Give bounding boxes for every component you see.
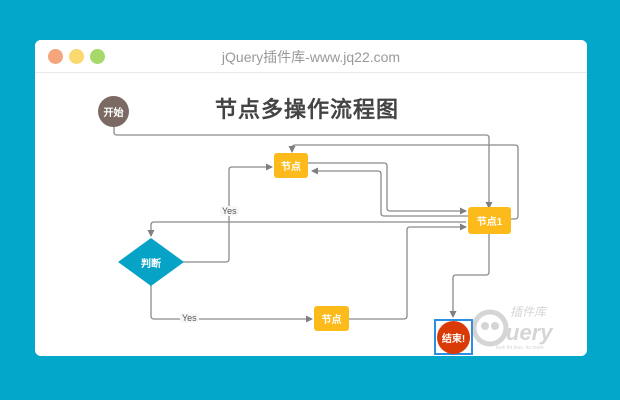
edge-node1-to-end[interactable]	[449, 234, 490, 318]
node-decision-label: 判断	[141, 258, 161, 270]
node-decision-label-wrap: 判断	[118, 238, 184, 286]
minimize-button[interactable]	[69, 49, 84, 64]
node-1-label: 节点1	[476, 217, 503, 228]
window-title: jQuery插件库-www.jq22.com	[221, 49, 401, 65]
svg-text:uery: uery	[506, 320, 554, 345]
edge-nodeB-to-node1[interactable]	[349, 223, 467, 320]
edge-node1-to-decision[interactable]	[147, 221, 466, 237]
node-start-label: 开始	[103, 108, 124, 119]
node-a[interactable]: 节点	[274, 153, 308, 178]
node-b[interactable]: 节点	[314, 306, 349, 331]
edge-decision-to-nodeB[interactable]	[150, 284, 313, 323]
edge-node1-to-nodeA-top[interactable]	[288, 144, 519, 220]
node-1[interactable]: 节点1	[468, 207, 511, 234]
close-button[interactable]	[48, 49, 63, 64]
edge-start-to-node1[interactable]	[113, 127, 493, 209]
node-end-label: 结束!	[441, 334, 466, 345]
edge-nodeA-to-node1[interactable]	[308, 162, 467, 215]
node-a-label: 节点	[281, 162, 301, 173]
selection-box[interactable]	[434, 319, 473, 355]
edge-label-yes-lower: Yes	[180, 313, 199, 323]
node-start[interactable]: 开始	[98, 96, 129, 127]
watermark-tagline: look for less, do more	[496, 345, 544, 351]
watermark-cn: 插件库	[510, 305, 548, 319]
title-bar: jQuery插件库-www.jq22.com	[35, 40, 587, 73]
jquery-logo-watermark: 插件库 uery look for less, do more	[471, 305, 554, 351]
node-decision[interactable]	[118, 238, 184, 286]
maximize-button[interactable]	[90, 49, 105, 64]
app-window: jQuery插件库-www.jq22.com	[35, 40, 587, 356]
diagram-title: 节点多操作流程图	[215, 97, 400, 122]
edge-node1-to-nodeA-return[interactable]	[311, 167, 468, 217]
node-b-label: 节点	[321, 315, 342, 326]
edge-label-yes-upper: Yes	[220, 206, 239, 216]
node-end[interactable]: 结束!	[437, 321, 470, 354]
